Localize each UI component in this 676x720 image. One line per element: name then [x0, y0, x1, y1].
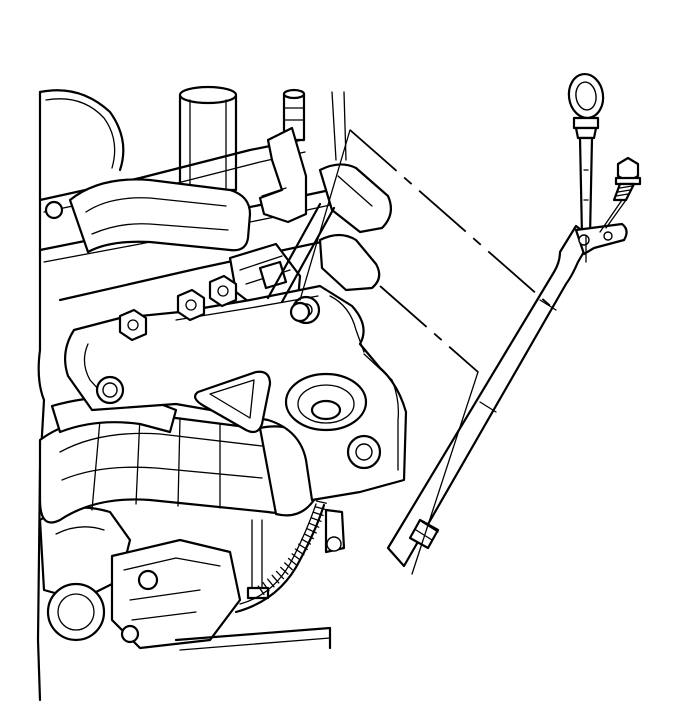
bolt-head — [118, 308, 148, 342]
head-bolts — [44, 200, 311, 342]
exhaust-manifold — [38, 396, 316, 524]
flywheel — [234, 488, 346, 614]
bolt-head — [176, 288, 206, 322]
engine-assembly — [36, 85, 393, 702]
leader-lines — [299, 129, 627, 575]
bolt — [612, 156, 642, 202]
oil-level-indicator — [567, 72, 605, 238]
tube-bracket — [574, 222, 628, 256]
bolt-head — [289, 301, 311, 323]
bolt-head — [44, 200, 64, 220]
bolt-head — [208, 274, 238, 308]
